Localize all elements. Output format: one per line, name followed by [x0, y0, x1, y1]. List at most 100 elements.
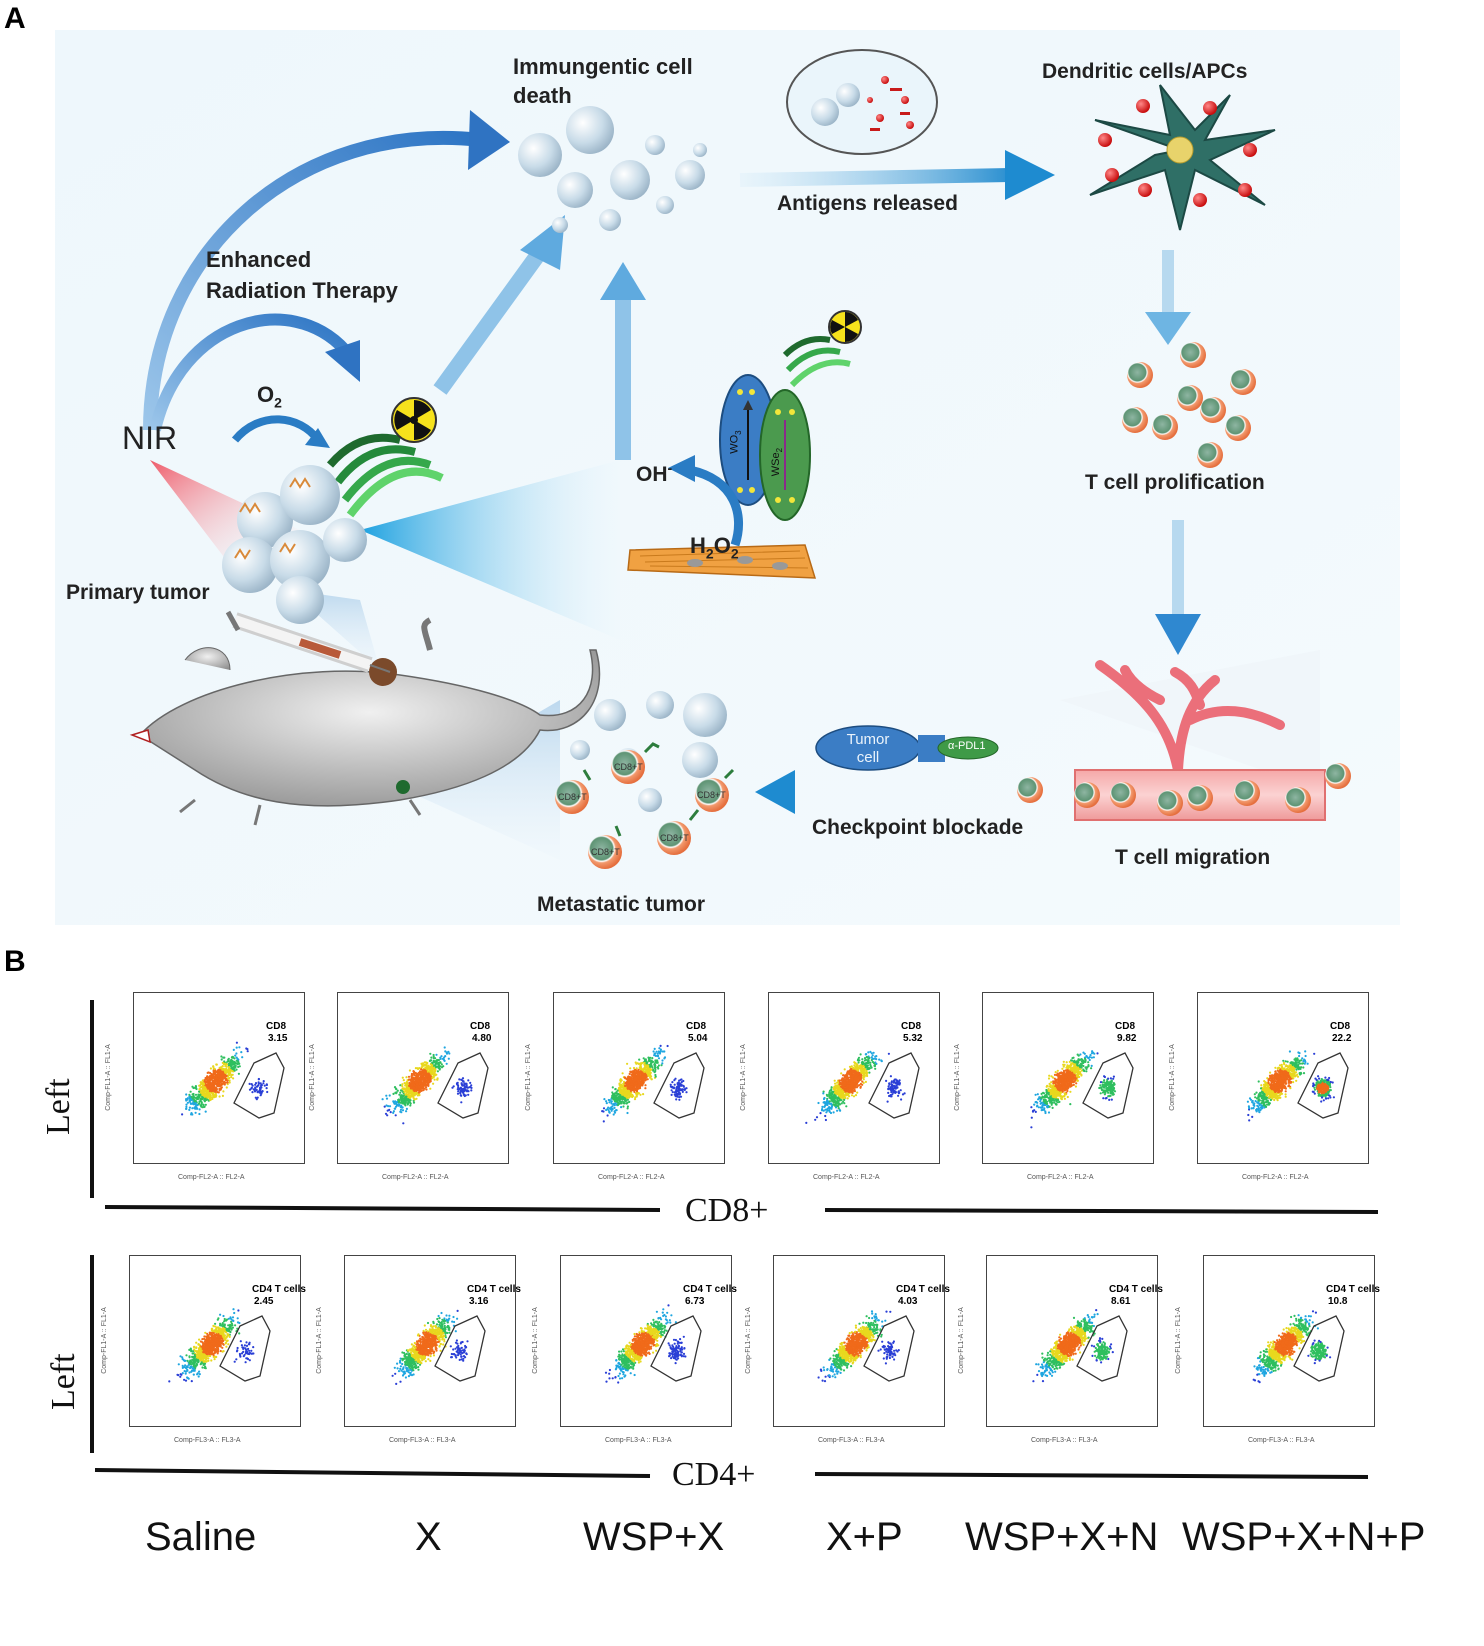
event-dot	[609, 1107, 612, 1111]
event-dot	[622, 1080, 626, 1083]
event-dot	[1055, 1092, 1058, 1095]
event-dot	[870, 1056, 873, 1059]
event-dot	[251, 1084, 254, 1087]
event-dot	[241, 1056, 244, 1059]
event-dot	[1061, 1072, 1064, 1075]
event-dot	[885, 1079, 888, 1082]
event-dot	[409, 1086, 412, 1089]
event-dot	[1053, 1073, 1057, 1076]
event-dot	[1065, 1061, 1068, 1064]
event-dot	[896, 1086, 899, 1089]
event-dot	[219, 1079, 222, 1083]
event-dot	[641, 1069, 644, 1072]
event-dot	[1075, 1070, 1078, 1073]
event-dot	[657, 1064, 660, 1067]
event-dot	[385, 1094, 388, 1097]
event-dot	[419, 1077, 422, 1080]
event-dot	[424, 1077, 427, 1080]
event-dot	[1036, 1093, 1039, 1096]
event-dot	[630, 1076, 633, 1079]
event-dot	[200, 1082, 203, 1086]
event-dot	[185, 1099, 188, 1102]
event-dot	[836, 1098, 839, 1101]
event-dot	[223, 1060, 226, 1063]
event-dot	[420, 1084, 423, 1087]
event-dot	[1032, 1109, 1035, 1112]
event-dot	[409, 1102, 412, 1105]
event-dot	[429, 1059, 432, 1062]
event-dot	[412, 1089, 415, 1092]
event-dot	[432, 1082, 435, 1085]
event-dot	[853, 1067, 856, 1070]
event-dot	[457, 1088, 460, 1091]
event-dot	[824, 1118, 827, 1122]
event-dot	[246, 1048, 249, 1051]
event-dot	[624, 1077, 627, 1080]
event-dot	[1110, 1098, 1113, 1101]
event-dot	[434, 1060, 437, 1063]
event-dot	[606, 1114, 609, 1117]
event-dot	[427, 1084, 430, 1087]
event-dot	[1046, 1105, 1049, 1108]
event-dot	[188, 1095, 191, 1098]
event-dot	[901, 1093, 905, 1096]
event-dot	[652, 1050, 655, 1053]
event-dot	[618, 1082, 621, 1085]
event-dot	[659, 1048, 662, 1051]
event-dot	[1060, 1082, 1063, 1085]
event-dot	[438, 1061, 441, 1064]
event-dot	[206, 1091, 209, 1094]
event-dot	[216, 1091, 219, 1094]
event-dot	[897, 1091, 900, 1094]
event-dot	[1030, 1126, 1033, 1129]
event-dot	[405, 1076, 408, 1079]
radiation-icon-2	[828, 310, 862, 344]
event-dot	[398, 1093, 401, 1096]
arrow-o2	[231, 415, 322, 443]
event-dot	[210, 1088, 213, 1092]
event-dot	[1063, 1092, 1066, 1095]
flow-y-axis-label: Comp-FL1-A :: FL1-A	[104, 1044, 112, 1111]
event-dot	[861, 1063, 864, 1066]
event-dot	[1074, 1079, 1077, 1082]
event-dot	[838, 1099, 841, 1102]
event-dot	[861, 1060, 864, 1063]
event-dot	[635, 1084, 638, 1087]
event-dot	[407, 1088, 410, 1091]
event-dot	[410, 1079, 413, 1082]
event-dot	[828, 1100, 831, 1103]
event-dot	[400, 1104, 403, 1107]
event-dot	[644, 1058, 647, 1061]
dendritic-cell	[1089, 84, 1276, 231]
event-dot	[411, 1092, 414, 1095]
event-dot	[865, 1071, 868, 1074]
event-dot	[864, 1053, 867, 1056]
event-dot	[654, 1073, 657, 1077]
event-dot	[416, 1073, 419, 1076]
event-dot	[201, 1096, 204, 1099]
event-dot	[259, 1082, 262, 1085]
event-dot	[647, 1059, 650, 1062]
event-dot	[409, 1082, 413, 1085]
event-dot	[823, 1105, 826, 1108]
event-dot	[622, 1105, 625, 1108]
event-dot	[654, 1052, 657, 1055]
event-dot	[411, 1095, 414, 1098]
event-dot	[401, 1098, 404, 1102]
event-dot	[1069, 1085, 1072, 1088]
event-dot	[417, 1080, 420, 1083]
event-dot	[238, 1046, 241, 1049]
event-dot	[636, 1072, 639, 1075]
event-dot	[1113, 1090, 1117, 1093]
event-dot	[410, 1074, 413, 1077]
event-dot	[420, 1066, 423, 1069]
event-dot	[647, 1068, 650, 1071]
event-dot	[647, 1056, 650, 1059]
event-dot	[1111, 1093, 1115, 1096]
event-dot	[1052, 1084, 1055, 1087]
event-dot	[607, 1098, 610, 1102]
event-dot	[822, 1109, 825, 1112]
event-dot	[396, 1103, 399, 1106]
event-dot	[1069, 1078, 1072, 1081]
